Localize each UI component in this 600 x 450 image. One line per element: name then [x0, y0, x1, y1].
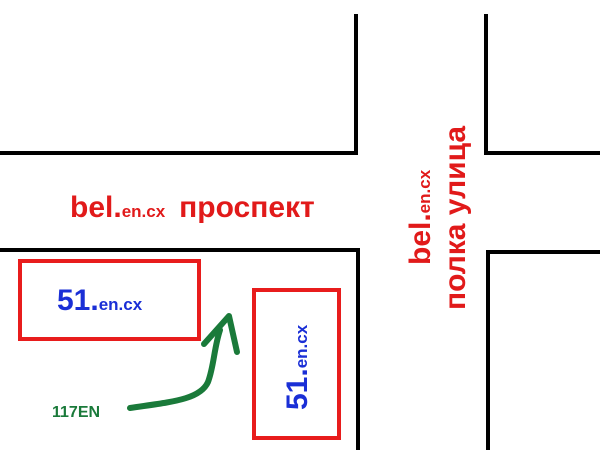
lot-right-domain: en.cx	[292, 324, 311, 368]
route-arrow: 117EN	[52, 313, 240, 421]
vertical-street-domain: en.cx	[415, 169, 434, 213]
lot-left-number: 51.	[57, 284, 99, 317]
lot-right: 51.en.cx	[252, 288, 341, 440]
horizontal-street-prefix: bel.	[70, 191, 122, 224]
horizontal-street-name: проспект	[179, 191, 315, 224]
lot-right-box	[252, 288, 341, 440]
horizontal-street-domain: en.cx	[122, 202, 166, 221]
vertical-street-name: полка улица	[439, 126, 472, 310]
vertical-street-prefix: bel.	[404, 213, 437, 265]
vertical-street-label: bel.en.cx полка улица	[404, 126, 472, 310]
lot-right-number: 51.	[281, 368, 314, 410]
road-edge-top-right	[484, 14, 600, 155]
lot-left: 51.en.cx	[18, 259, 201, 341]
arrow-head-icon	[201, 313, 240, 355]
road-edges	[0, 14, 600, 450]
lot-left-domain: en.cx	[99, 295, 143, 314]
road-edge-bottom-right	[486, 250, 600, 450]
route-label: 117EN	[52, 404, 100, 421]
lot-left-label: 51.en.cx	[57, 284, 143, 317]
road-edge-bottom-left	[0, 248, 360, 450]
curved-arrow-icon	[127, 327, 223, 411]
lot-right-label: 51.en.cx	[281, 324, 314, 410]
lot-left-box	[18, 259, 201, 341]
vertical-street-prefix-line: bel.en.cx	[404, 169, 437, 265]
road-edge-top-left	[0, 14, 358, 155]
horizontal-street-label: bel.en.cx проспект	[70, 191, 315, 224]
